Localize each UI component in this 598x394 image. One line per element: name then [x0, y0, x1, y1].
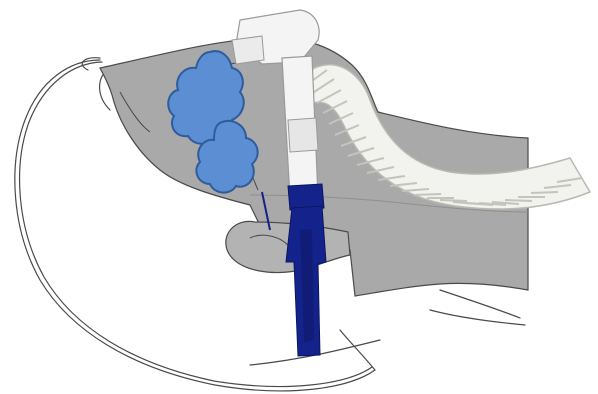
airway-device-illustration [0, 0, 598, 394]
